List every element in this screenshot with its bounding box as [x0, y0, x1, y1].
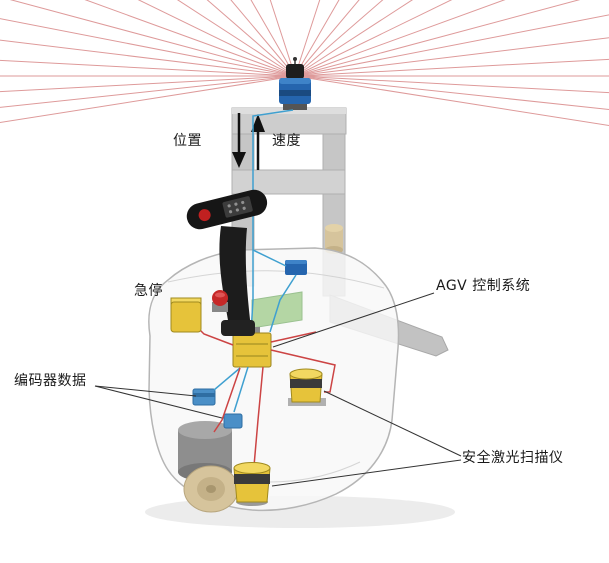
- laser-rays-icon: [0, 0, 609, 127]
- safety-scanner-rear: [233, 462, 271, 506]
- safety-scanner-front: [288, 368, 326, 406]
- drive-wheel: [178, 421, 239, 513]
- encoder-module-1: [192, 388, 216, 406]
- io-module: [285, 260, 307, 275]
- navigation-laser-scanner-icon: [279, 57, 311, 110]
- safety-laser-scanner-label: 安全激光扫描仪: [462, 450, 564, 466]
- encoder-module-2: [223, 413, 243, 429]
- estop-button: [170, 290, 228, 333]
- leader-lines: [94, 292, 462, 487]
- agv-control-system-label: AGV 控制系统: [436, 278, 531, 294]
- speed-arrow-up-icon: [251, 114, 265, 170]
- position-arrow-down-icon: [232, 113, 246, 168]
- encoder-data-label: 编码器数据: [14, 373, 87, 389]
- estop-label: 急停: [134, 283, 163, 299]
- position-label: 位置: [173, 133, 202, 149]
- speed-label: 速度: [272, 133, 301, 149]
